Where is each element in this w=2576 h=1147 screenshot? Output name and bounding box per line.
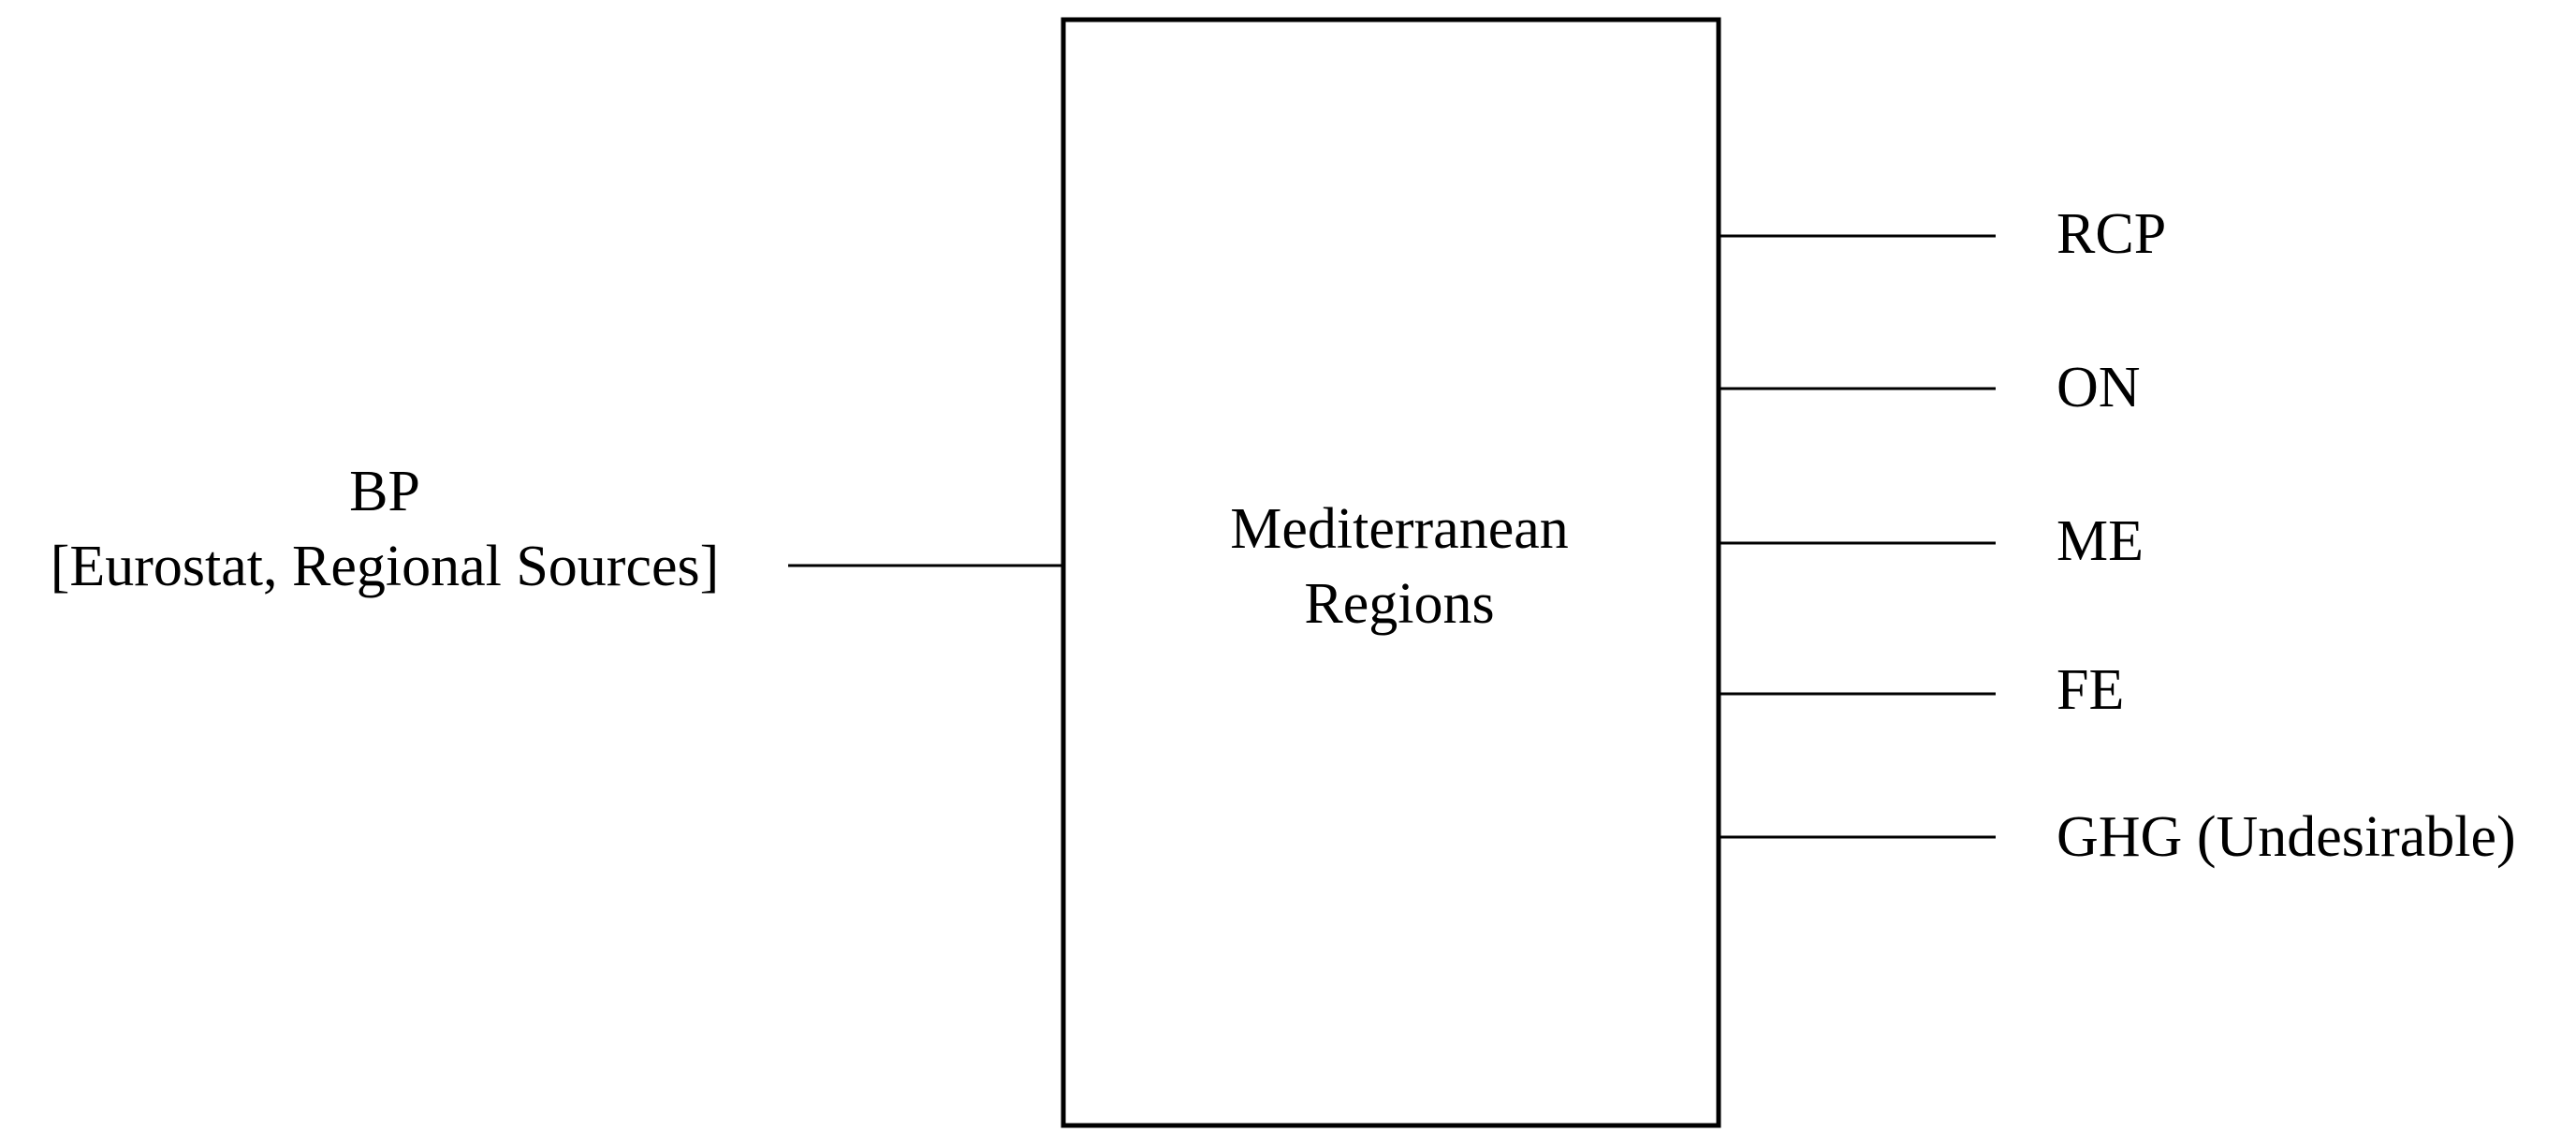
output-label-me: ME [2056,509,2144,573]
output-label-on: ON [2056,356,2141,419]
decision-unit-label-line2: Regions [1304,572,1494,636]
output-label-fe: FE [2056,658,2124,722]
input-name-label: BP [349,460,420,523]
output-label-rcp: RCP [2056,202,2166,266]
output-label-ghg: GHG (Undesirable) [2056,805,2516,869]
input-source-label: [Eurostat, Regional Sources] [51,535,720,598]
decision-unit-label-line1: Mediterranean [1230,497,1568,561]
decision-unit-box [1061,17,1721,1128]
